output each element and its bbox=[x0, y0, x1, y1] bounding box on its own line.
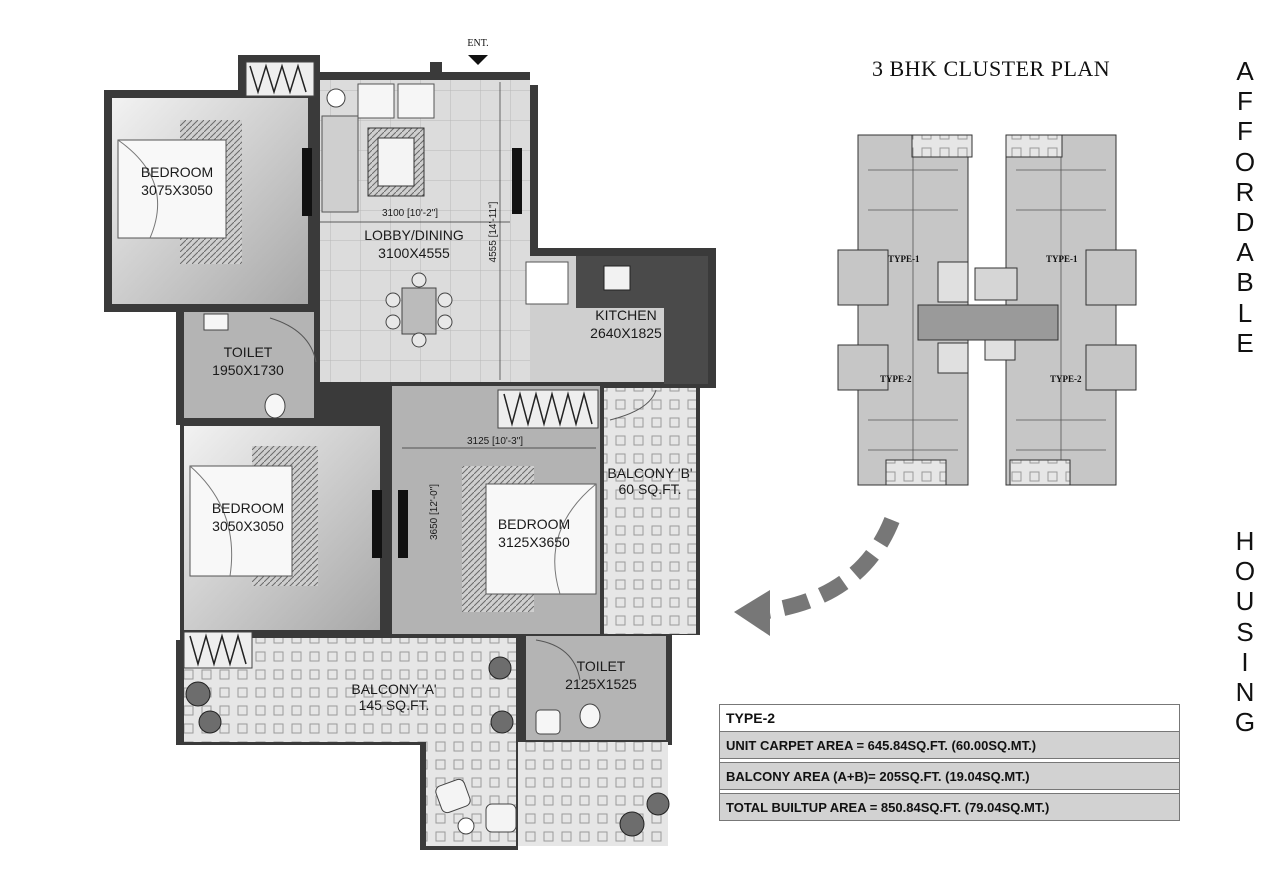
wardrobe-top bbox=[245, 61, 315, 97]
entry-marker: ENT. bbox=[467, 38, 489, 65]
plant-icon bbox=[619, 811, 645, 837]
bedroom-3-size: 3125X3650 bbox=[498, 534, 570, 550]
builtup-area-cell: TOTAL BUILTUP AREA = 850.84SQ.FT. (79.04… bbox=[719, 793, 1180, 821]
bedroom-2-name: BEDROOM bbox=[212, 500, 284, 516]
lobby-dim-horizontal: 3100 [10'-2"] bbox=[382, 208, 438, 219]
lobby-size: 3100X4555 bbox=[378, 245, 450, 261]
bedroom-3-dim-horizontal: 3125 [10'-3"] bbox=[467, 436, 523, 447]
bedroom-3-name: BEDROOM bbox=[498, 516, 570, 532]
bedroom-2-size: 3050X3050 bbox=[212, 518, 284, 534]
room-balcony-b: BALCONY 'B' 60 SQ.FT. bbox=[604, 388, 696, 634]
bedroom-1-size: 3075X3050 bbox=[141, 182, 213, 198]
side-word-letter: E bbox=[1236, 327, 1254, 358]
carpet-area-cell: UNIT CARPET AREA = 645.84SQ.FT. (60.00SQ… bbox=[719, 731, 1180, 759]
plant-icon bbox=[198, 710, 222, 734]
bedroom-3-dim-vertical: 3650 [12'-0"] bbox=[429, 484, 440, 540]
toilet-1-size: 1950X1730 bbox=[212, 362, 284, 378]
side-word-letter: A bbox=[1236, 237, 1254, 268]
toilet-2-size: 2125X1525 bbox=[565, 676, 637, 692]
table-row: BALCONY AREA (A+B)= 205SQ.FT. (19.04SQ.M… bbox=[719, 762, 1180, 790]
side-word-letter: A bbox=[1236, 56, 1254, 86]
cluster-type-label: TYPE-1 bbox=[1046, 254, 1078, 264]
side-word-letter: B bbox=[1236, 267, 1254, 298]
balcony-a-area: 145 SQ.FT. bbox=[359, 697, 430, 713]
toilet-2-name: TOILET bbox=[577, 658, 626, 674]
room-bedroom-3: 3125 [10'-3"] 3650 [12'-0"] BEDROOM 3125… bbox=[392, 386, 600, 634]
cluster-type-label: TYPE-2 bbox=[880, 374, 912, 384]
plant-icon bbox=[646, 792, 670, 816]
table-row: UNIT CARPET AREA = 645.84SQ.FT. (60.00SQ… bbox=[719, 731, 1180, 759]
room-bedroom-2: BEDROOM 3050X3050 bbox=[184, 426, 382, 630]
plant-icon bbox=[490, 710, 514, 734]
side-word-letter: O bbox=[1234, 556, 1256, 587]
toilet-1-name: TOILET bbox=[224, 344, 273, 360]
side-word-letter: N bbox=[1235, 677, 1255, 708]
side-word-letter: H bbox=[1235, 526, 1255, 556]
kitchen-name: KITCHEN bbox=[595, 307, 656, 323]
area-table: TYPE-2 UNIT CARPET AREA = 645.84SQ.FT. (… bbox=[719, 704, 1180, 821]
balcony-b-area: 60 SQ.FT. bbox=[618, 481, 681, 497]
room-balcony-a: BALCONY 'A' 145 SQ.FT. bbox=[183, 631, 670, 846]
lobby-name: LOBBY/DINING bbox=[364, 227, 464, 243]
side-word-letter: L bbox=[1237, 297, 1253, 328]
table-row: TOTAL BUILTUP AREA = 850.84SQ.FT. (79.04… bbox=[719, 793, 1180, 821]
plant-icon bbox=[488, 656, 512, 680]
lobby-dim-vertical: 4555 [14'-11"] bbox=[488, 201, 499, 262]
room-lobby-dining: 3100 [10'-2"] 4555 [14'-11"] LOBBY/DININ… bbox=[320, 80, 530, 382]
pointer-arrow-icon bbox=[734, 516, 900, 636]
cluster-plan-drawing: TYPE-1 TYPE-1 TYPE-2 TYPE-2 bbox=[837, 134, 1137, 486]
balcony-area-cell: BALCONY AREA (A+B)= 205SQ.FT. (19.04SQ.M… bbox=[719, 762, 1180, 790]
table-header-row: TYPE-2 bbox=[719, 704, 1180, 732]
side-word-letter: R bbox=[1235, 176, 1255, 207]
plant-icon bbox=[185, 681, 211, 707]
side-word-letter: F bbox=[1237, 86, 1253, 117]
cluster-type-label: TYPE-1 bbox=[888, 254, 920, 264]
table-header-cell: TYPE-2 bbox=[719, 704, 1180, 732]
bedroom-1-name: BEDROOM bbox=[141, 164, 213, 180]
side-word-letter: S bbox=[1236, 616, 1254, 647]
room-kitchen: KITCHEN 2640X1825 bbox=[525, 256, 708, 384]
entry-label: ENT. bbox=[467, 38, 488, 49]
side-word-letter: G bbox=[1234, 707, 1256, 738]
balcony-a-name: BALCONY 'A' bbox=[351, 681, 436, 697]
kitchen-size: 2640X1825 bbox=[590, 325, 662, 341]
balcony-b-name: BALCONY 'B' bbox=[607, 465, 692, 481]
side-word-letter: U bbox=[1235, 586, 1255, 617]
side-word-letter: D bbox=[1235, 207, 1255, 238]
side-word-letter: F bbox=[1237, 116, 1253, 147]
cluster-plan-title: 3 BHK CLUSTER PLAN bbox=[872, 56, 1111, 81]
room-toilet-1: TOILET 1950X1730 bbox=[184, 312, 317, 419]
entry-arrow-icon bbox=[468, 55, 488, 65]
side-word-letter: I bbox=[1241, 646, 1249, 677]
cluster-type-label: TYPE-2 bbox=[1050, 374, 1082, 384]
room-toilet-2: TOILET 2125X1525 bbox=[526, 636, 666, 740]
room-bedroom-1: BEDROOM 3075X3050 bbox=[112, 98, 312, 304]
side-word-letter: O bbox=[1234, 146, 1256, 177]
